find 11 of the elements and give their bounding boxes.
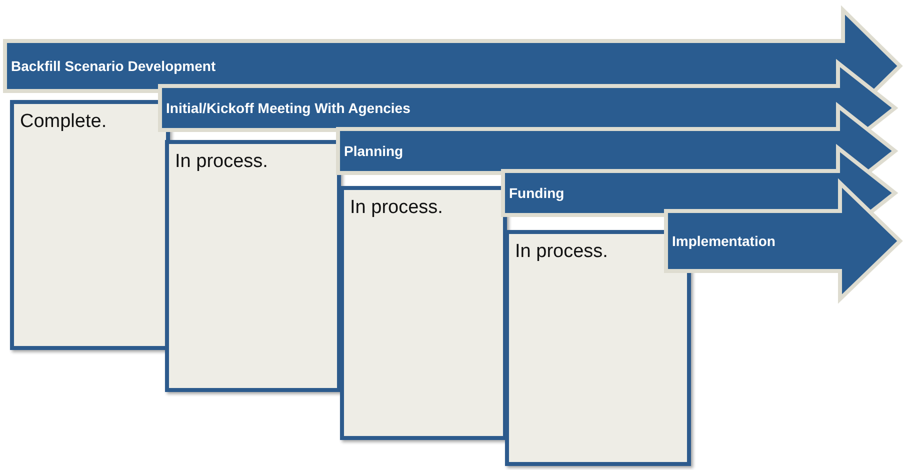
stage-title: Implementation [672, 232, 776, 250]
stage-title: Funding [509, 184, 564, 202]
status-card [165, 140, 341, 392]
status-text: In process. [515, 241, 608, 262]
status-text: In process. [175, 151, 268, 172]
stage-title: Backfill Scenario Development [11, 57, 216, 75]
stage-title: Initial/Kickoff Meeting With Agencies [166, 99, 410, 117]
status-text: In process. [350, 197, 443, 218]
status-card [340, 186, 507, 440]
stage-title: Planning [344, 142, 404, 160]
status-text: Complete. [20, 111, 107, 132]
